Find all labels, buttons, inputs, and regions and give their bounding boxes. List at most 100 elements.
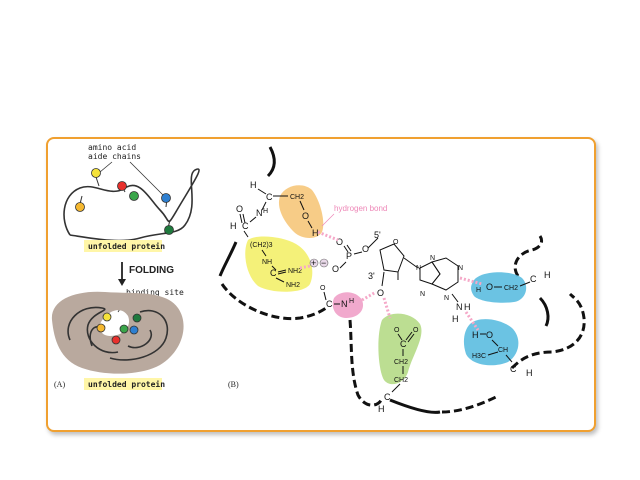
pointer-line	[99, 161, 113, 173]
atom-h: H	[472, 330, 479, 340]
atom-c: C	[510, 364, 517, 374]
orange-side-chain	[75, 202, 85, 212]
atom-o: O	[320, 285, 326, 292]
group-h3c: H3C	[472, 353, 486, 360]
group-nh: NH	[262, 259, 272, 266]
atom-n: N	[256, 208, 263, 218]
atom-n: N	[456, 302, 463, 312]
panel-a-label: (A)	[54, 380, 65, 389]
protein-backbone	[538, 296, 550, 327]
atom-c: C	[400, 339, 407, 349]
atom-h: H	[349, 298, 354, 305]
atom-h: H	[544, 270, 551, 280]
pyrimidine-ring	[431, 257, 459, 291]
atom-c: C	[242, 221, 249, 231]
group-nh2: NH2	[286, 282, 300, 289]
group-ch2: CH2	[394, 377, 408, 384]
bond	[277, 271, 287, 275]
folded-protein-body	[51, 291, 184, 374]
dark-green-side-chain	[132, 313, 142, 323]
bond	[367, 237, 379, 249]
bond	[487, 351, 499, 356]
group-ch2: CH2	[504, 285, 518, 292]
bond	[249, 216, 257, 223]
protein-backbone-dashed	[441, 394, 499, 414]
blue-side-chain	[129, 325, 139, 335]
bond	[491, 339, 499, 347]
amino-acid-label-line1: amino acid	[88, 143, 136, 152]
bond	[391, 383, 401, 393]
hydrogen-bond	[361, 290, 377, 302]
group-ch2: CH2	[290, 194, 304, 201]
atom-h: H	[378, 404, 385, 414]
blue-side-chain	[161, 193, 171, 203]
orange-side-chain	[96, 323, 106, 333]
protein-backbone-dashed	[510, 292, 586, 370]
atom-o: O	[413, 327, 419, 334]
bond	[505, 354, 513, 363]
blue-residue-highlight	[463, 319, 519, 366]
negative-charge	[319, 258, 329, 268]
bond	[353, 251, 363, 255]
atom-h: H	[452, 314, 459, 324]
atom-h: H	[476, 287, 481, 294]
bond	[261, 249, 267, 257]
atom-n: N	[444, 295, 449, 302]
group-nh2: NH2	[288, 268, 302, 275]
group-ch2-3: (CH2)3	[250, 242, 273, 249]
atom-p: P	[346, 251, 352, 261]
atom-n: N	[416, 265, 421, 272]
three-prime-label: 3'	[368, 271, 375, 281]
bond	[407, 333, 415, 343]
panel-a: amino acid aide chains unfolded protein …	[51, 143, 200, 390]
atom-n: N	[420, 291, 425, 298]
atom-c: C	[266, 192, 273, 202]
binding-site-label: binding site	[126, 288, 184, 297]
bond	[242, 213, 246, 224]
hydrogen-bond-label: hydrogen bond	[334, 204, 387, 213]
bond	[403, 257, 419, 269]
atom-o: O	[486, 282, 493, 292]
atom-o: O	[336, 237, 343, 247]
protein-backbone-dashed	[513, 235, 544, 277]
plus-sign: +	[311, 258, 316, 268]
green-side-chain	[119, 324, 129, 334]
bond	[307, 220, 313, 229]
dark-green-side-chain	[164, 225, 174, 235]
panel-b: (B) H C CH2 O H N H C O	[218, 146, 586, 414]
bond	[519, 281, 531, 287]
atom-c: C	[530, 274, 537, 284]
atom-h: H	[526, 368, 533, 378]
folded-protein-caption: unfolded protein	[88, 379, 165, 389]
minus-sign: −	[321, 258, 326, 268]
atom-h: H	[464, 302, 471, 312]
atom-h: H	[263, 208, 268, 215]
unfolded-protein-caption: unfolded protein	[88, 241, 165, 251]
caption-highlight	[84, 378, 162, 390]
atom-h: H	[312, 228, 319, 238]
bond	[346, 244, 352, 252]
imidazole-ring	[419, 261, 441, 285]
bond	[243, 230, 249, 238]
yellow-side-chain	[91, 168, 101, 178]
bond	[343, 245, 349, 253]
side-chain-stem	[95, 176, 100, 187]
atom-o: O	[377, 288, 384, 298]
bond	[277, 269, 287, 273]
protein-backbone-dashed	[348, 319, 384, 407]
red-side-chain	[117, 181, 127, 191]
folding-label: FOLDING	[129, 265, 174, 276]
positive-charge	[309, 258, 319, 268]
pointer-line	[321, 213, 335, 227]
atom-o: O	[236, 204, 243, 214]
hydrogen-bond	[317, 230, 339, 242]
atom-n: N	[341, 299, 348, 309]
atom-o: O	[362, 244, 369, 254]
atom-h: H	[230, 221, 237, 231]
panel-b-label: (B)	[228, 380, 239, 389]
amino-acid-label-line2: aide chains	[88, 152, 141, 161]
bond	[271, 265, 277, 271]
atom-h: H	[250, 180, 257, 190]
atom-n: N	[458, 265, 463, 272]
